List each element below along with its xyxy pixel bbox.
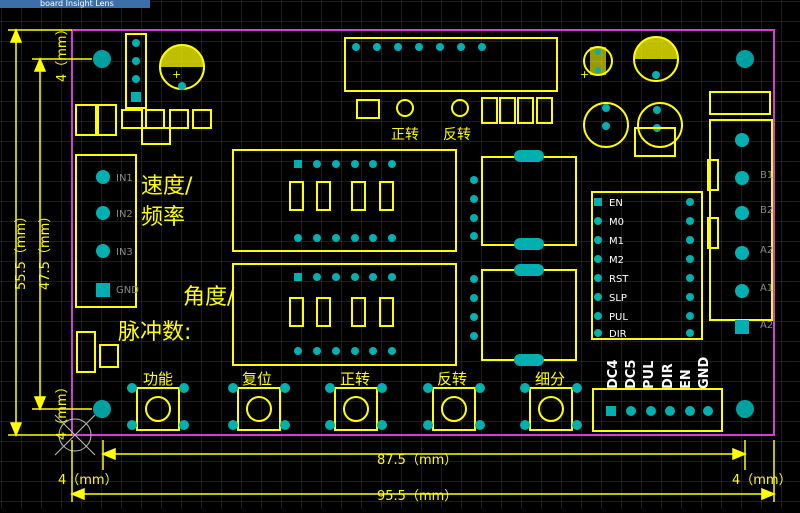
mounting-hole-icon bbox=[93, 50, 111, 68]
dimension-margin-left: 4（mm） bbox=[58, 473, 118, 488]
mounting-hole-icon bbox=[93, 400, 111, 418]
driver-pin-label: M2 bbox=[609, 255, 624, 266]
left-connector: IN1 IN2 IN3 GND bbox=[75, 154, 139, 308]
svg-text:+: + bbox=[172, 68, 181, 81]
mounting-holes bbox=[93, 50, 754, 418]
mounting-hole-icon bbox=[736, 50, 754, 68]
display-module-bottom bbox=[232, 263, 457, 366]
button-label-forward: 正转 bbox=[340, 370, 370, 388]
inductor-bottom bbox=[470, 264, 577, 366]
driver-pin-label: DIR bbox=[609, 329, 627, 340]
right-connector-pin: A2 bbox=[760, 320, 773, 331]
button-label-reverse: 反转 bbox=[437, 370, 467, 388]
svg-text:+: + bbox=[580, 68, 589, 81]
bottom-header-pin: DIR bbox=[661, 363, 676, 389]
label-speed: 速度/ bbox=[141, 174, 193, 199]
driver-module: EN M0 M1 M2 RST SLP PUL DIR bbox=[591, 191, 703, 340]
dimension-height-inner: 47.5（mm） bbox=[38, 210, 53, 290]
tactile-switch-icon bbox=[127, 383, 189, 431]
dimension-height-outer: 55.5（mm） bbox=[14, 210, 29, 290]
label-reverse-top: 反转 bbox=[443, 127, 471, 143]
driver-pin-label: RST bbox=[609, 274, 629, 285]
electrolytic-capacitor-icon bbox=[633, 36, 679, 82]
label-pulses: 脉冲数: bbox=[118, 320, 191, 345]
left-connector-pin: IN3 bbox=[116, 247, 133, 258]
left-connector-pin: IN1 bbox=[116, 173, 133, 184]
dimension-margin-top: 4（mm） bbox=[55, 22, 70, 82]
electrolytic-capacitor-icon: + bbox=[580, 46, 613, 81]
dimension-width-inner: 87.5（mm） bbox=[377, 453, 457, 468]
label-frequency: 频率 bbox=[141, 205, 185, 230]
right-connector-pin: B1 bbox=[760, 170, 773, 181]
title-text: board Insight Lens bbox=[40, 0, 114, 8]
bottom-header-pin: GND bbox=[697, 356, 712, 389]
electrolytic-capacitor-icon: + bbox=[159, 44, 205, 90]
button-label-subdivide: 细分 bbox=[535, 370, 565, 388]
driver-pin-label: PUL bbox=[609, 312, 628, 323]
tactile-switch-icon bbox=[325, 383, 387, 431]
tactile-switch-icon bbox=[520, 383, 582, 431]
bottom-header-pin: DC5 bbox=[624, 360, 639, 389]
right-connector-pin: B2 bbox=[760, 205, 773, 216]
label-forward-top: 正转 bbox=[391, 127, 419, 143]
dimension-width-outer: 95.5（mm） bbox=[377, 489, 457, 504]
header-top-row bbox=[344, 37, 558, 92]
inductor-top bbox=[470, 150, 577, 250]
right-connector-pin: A1 bbox=[760, 283, 773, 294]
dimension-lines bbox=[8, 28, 776, 502]
right-terminal-block: B1 B2 A2 A1 A2 bbox=[707, 119, 773, 334]
mounting-hole-icon bbox=[736, 400, 754, 418]
left-connector-pin: IN2 bbox=[116, 209, 133, 220]
right-connector-pin: A2 bbox=[760, 245, 773, 256]
bottom-header-pin: PUL bbox=[642, 361, 657, 389]
label-angle: 角度/ bbox=[183, 285, 235, 310]
left-connector-pin: GND bbox=[116, 285, 139, 296]
bottom-header-pin: EN bbox=[679, 369, 694, 389]
dimension-margin-bottom-left: 4（mm） bbox=[55, 380, 70, 440]
tactile-switch-icon bbox=[423, 383, 485, 431]
driver-pin-label: M1 bbox=[609, 236, 624, 247]
button-label-function: 功能 bbox=[143, 370, 173, 388]
tactile-switch-icon bbox=[228, 383, 290, 431]
bottom-header: DC4 DC5 PUL DIR EN GND bbox=[592, 356, 723, 432]
button-label-reset: 复位 bbox=[242, 370, 272, 388]
title-bar: board Insight Lens bbox=[0, 0, 150, 8]
display-module-top bbox=[232, 149, 457, 252]
board-outline bbox=[71, 29, 775, 436]
dimension-margin-right: 4（mm） bbox=[732, 473, 792, 488]
driver-pin-label: SLP bbox=[609, 293, 627, 304]
header-top-left bbox=[125, 33, 147, 109]
driver-pin-label: M0 bbox=[609, 217, 624, 228]
bottom-header-pin: DC4 bbox=[606, 360, 621, 389]
driver-pin-label: EN bbox=[609, 198, 623, 209]
